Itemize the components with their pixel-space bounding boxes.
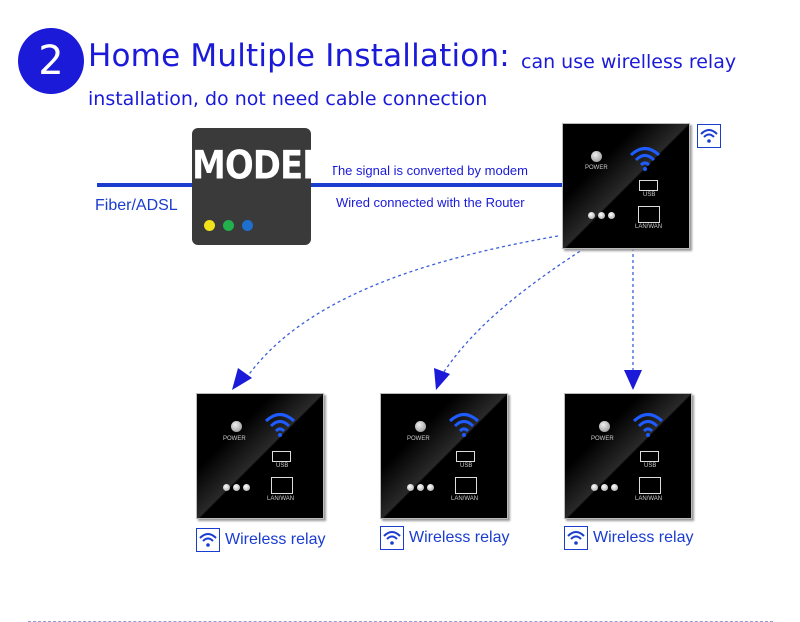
indicator-led: [407, 484, 414, 491]
usb-label: USB: [644, 463, 657, 469]
wifi-icon: [264, 413, 296, 437]
arrow-to-relay-2: [439, 247, 586, 379]
router-wifi-badge-icon: [697, 124, 721, 148]
power-button-icon: [591, 151, 602, 162]
ethernet-port-icon: [455, 477, 477, 494]
wireless-relay-label-3: Wireless relay: [593, 529, 694, 546]
title-subtitle-line1: can use wirelless relay: [521, 51, 737, 73]
wifi-icon: [448, 413, 480, 437]
indicator-led: [598, 212, 605, 219]
power-label: POWER: [585, 165, 608, 171]
title-subtitle-line2: installation, do not need cable connecti…: [88, 88, 488, 110]
wifi-badge-icon: [196, 528, 220, 552]
lan-wan-label: LAN/WAN: [267, 496, 295, 502]
wifi-badge-icon: [564, 526, 588, 550]
wireless-relay-label-1: Wireless relay: [225, 531, 326, 548]
indicator-led: [611, 484, 618, 491]
power-button-icon: [599, 421, 610, 432]
usb-port-icon: [456, 451, 475, 462]
relay-panel-2: POWER USB LAN/WAN: [380, 393, 508, 519]
lan-wan-label: LAN/WAN: [635, 496, 663, 502]
wired-connection-label: Wired connected with the Router: [336, 195, 525, 210]
modem-led-green: [223, 220, 234, 231]
ethernet-port-icon: [271, 477, 293, 494]
lan-wan-label: LAN/WAN: [451, 496, 479, 502]
usb-label: USB: [460, 463, 473, 469]
indicator-led: [591, 484, 598, 491]
wifi-badge-icon: [380, 526, 404, 550]
indicator-led: [417, 484, 424, 491]
arrowhead-relay-1: [232, 368, 252, 390]
arrowhead-relay-3: [624, 370, 642, 390]
indicator-led: [588, 212, 595, 219]
wifi-icon: [632, 413, 664, 437]
lan-wan-label: LAN/WAN: [635, 224, 663, 230]
page-title: Home Multiple Installation:: [88, 38, 510, 74]
usb-label: USB: [643, 192, 656, 198]
indicator-led: [608, 212, 615, 219]
ethernet-port-icon: [638, 206, 660, 223]
usb-port-icon: [640, 451, 659, 462]
ethernet-port-icon: [639, 477, 661, 494]
indicator-led: [427, 484, 434, 491]
power-label: POWER: [407, 436, 430, 442]
indicator-led: [223, 484, 230, 491]
power-label: POWER: [223, 436, 246, 442]
power-button-icon: [415, 421, 426, 432]
usb-port-icon: [272, 451, 291, 462]
arrowhead-relay-2: [434, 368, 450, 390]
indicator-led: [243, 484, 250, 491]
wireless-relay-label-2: Wireless relay: [409, 529, 510, 546]
modem-device: MODEM: [192, 128, 336, 245]
modem-label: MODEM: [192, 143, 336, 189]
arrow-to-relay-1: [244, 235, 559, 381]
relay-panel-3: POWER USB LAN/WAN: [564, 393, 692, 519]
usb-label: USB: [276, 463, 289, 469]
fiber-adsl-label: Fiber/ADSL: [95, 197, 178, 214]
wifi-icon: [629, 147, 661, 171]
power-label: POWER: [591, 436, 614, 442]
relay-panel-1: POWER USB LAN/WAN: [196, 393, 324, 519]
modem-led-yellow: [204, 220, 215, 231]
step-number-badge: 2: [18, 28, 84, 94]
power-button-icon: [231, 421, 242, 432]
router-panel: POWER USB LAN/WAN: [562, 123, 690, 249]
modem-led-blue: [242, 220, 253, 231]
indicator-led: [233, 484, 240, 491]
usb-port-icon: [639, 180, 658, 191]
signal-converted-label: The signal is converted by modem: [330, 163, 528, 178]
indicator-led: [601, 484, 608, 491]
